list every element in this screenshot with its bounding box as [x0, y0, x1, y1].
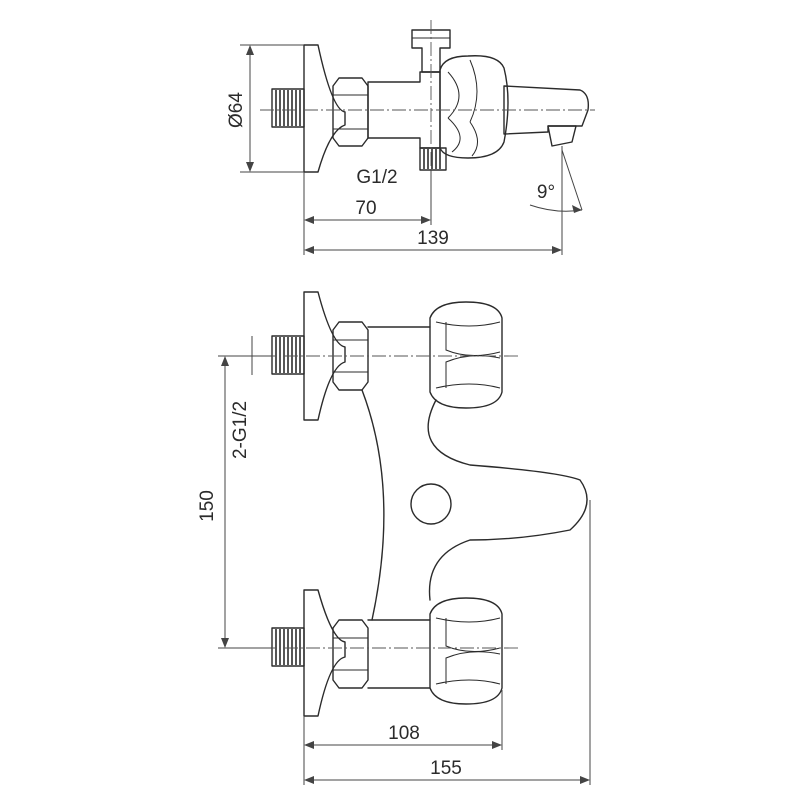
handle-lower — [429, 597, 503, 705]
label-spout-angle: 9° — [537, 182, 555, 203]
label-depth-to-outlet: 70 — [355, 198, 376, 219]
outlet-thread — [419, 147, 447, 171]
label-center-distance: 150 — [197, 490, 218, 522]
label-thread-outlet: G1/2 — [356, 167, 397, 188]
label-handle-depth: 108 — [388, 723, 420, 744]
label-inlet-thread: 2-G1/2 — [230, 401, 251, 459]
diverter-button — [410, 483, 452, 525]
wall-flange — [303, 44, 346, 173]
label-overall-depth: 139 — [417, 228, 449, 249]
label-diameter: Ø64 — [226, 92, 247, 128]
hex-nut-lower — [332, 619, 369, 689]
handle-upper — [429, 301, 503, 409]
front-view — [218, 291, 591, 785]
inlet-thread-lower — [271, 627, 305, 667]
inlet-thread-upper — [271, 335, 305, 375]
side-view — [240, 20, 595, 255]
aerator — [547, 125, 577, 147]
upper-flange — [303, 291, 346, 421]
handle-side — [439, 55, 509, 159]
hex-nut-top — [332, 77, 369, 147]
inlet-thread-top — [271, 88, 305, 128]
label-overall-depth-front: 155 — [430, 758, 462, 779]
lower-flange — [303, 589, 346, 717]
mixer-body — [361, 389, 385, 621]
